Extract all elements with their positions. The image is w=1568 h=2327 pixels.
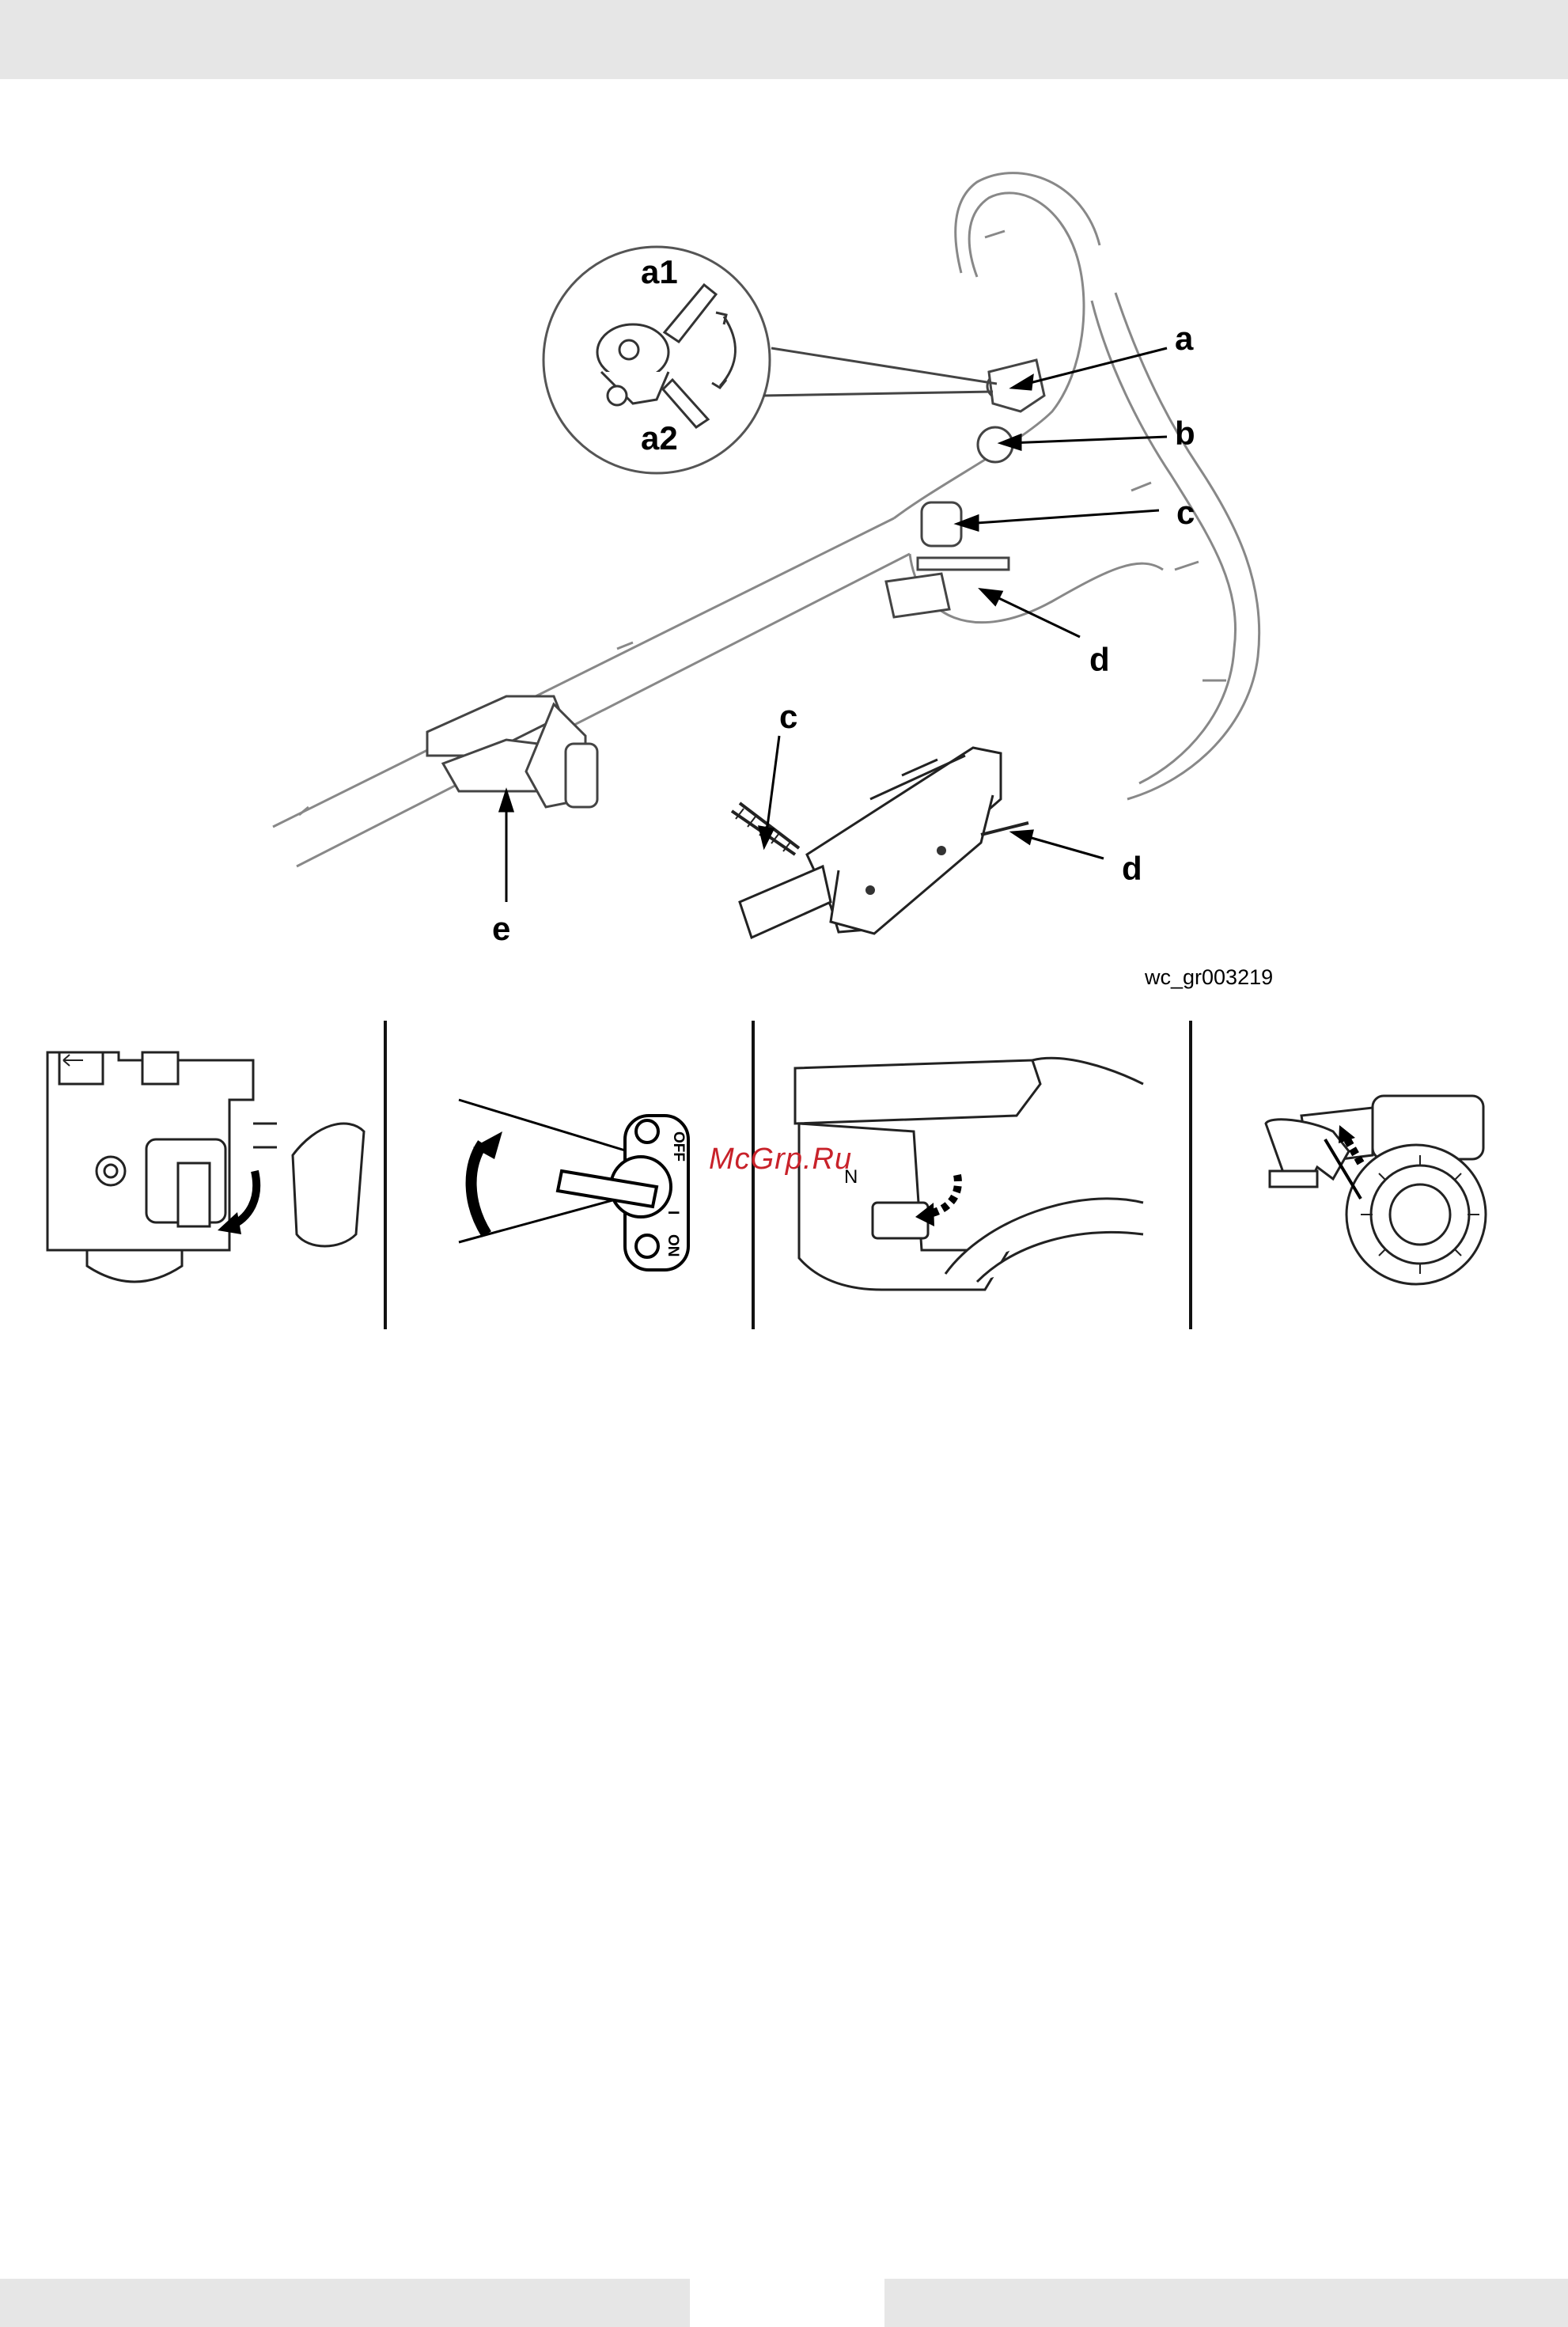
watermark-text: McGrp.Ru <box>709 1143 852 1177</box>
panel-fuel-valve: OFF ON I <box>443 1084 704 1290</box>
panel-divider-3 <box>1189 1021 1192 1329</box>
callout-d-detail: d <box>1122 850 1142 887</box>
callout-a2: a2 <box>641 419 678 457</box>
panel-recoil-start <box>1222 1076 1568 1290</box>
callout-a1: a1 <box>641 253 678 290</box>
panel-choke-lever <box>24 1029 372 1298</box>
page-footer-bar-left <box>0 2279 690 2327</box>
callout-e: e <box>492 910 510 947</box>
callout-c: c <box>1176 494 1195 531</box>
fuel-on-symbol: I <box>665 1211 681 1215</box>
callout-c-detail: c <box>779 698 797 735</box>
figure-reference: wc_gr003219 <box>1145 965 1273 990</box>
callout-a: a <box>1175 320 1194 357</box>
panel-divider-1 <box>384 1021 387 1329</box>
callout-b: b <box>1175 415 1195 452</box>
handle-assembly-figure: a1 a2 a b c d c d e <box>0 0 1568 997</box>
fuel-off-label: OFF <box>670 1131 687 1162</box>
callout-d: d <box>1089 641 1110 678</box>
fuel-on-label: ON <box>665 1234 681 1257</box>
page-footer-bar-right <box>884 2279 1568 2327</box>
